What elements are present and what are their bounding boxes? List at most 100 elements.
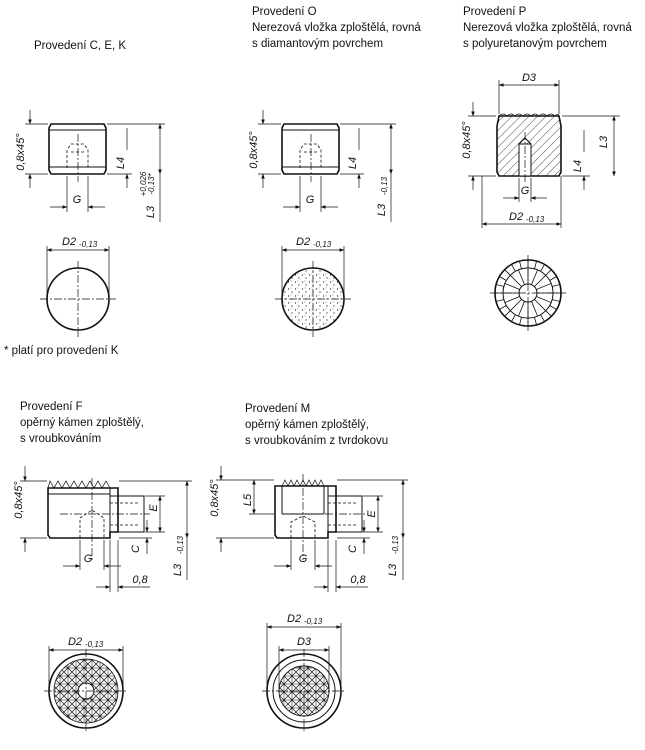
drawing-variant-f: 0,8x45° E C L3 -0,13 G 0,8: [13, 466, 192, 733]
m-offset-label: 0,8: [350, 574, 366, 586]
variant-o-title: Provedení O: [252, 6, 317, 18]
variant-m-title: Provedení M: [245, 403, 311, 415]
f-d2-tol: -0,13: [85, 640, 104, 649]
cek-d2-label: D2: [62, 236, 76, 248]
o-d2-tol: -0,13: [313, 240, 332, 249]
p-rim-segment: [540, 264, 545, 272]
cek-l4-label: L4: [115, 157, 127, 169]
o-d2-label: D2: [296, 236, 310, 248]
caption-variant-m: Provedení M opěrný kámen zploštělý, s vr…: [245, 401, 388, 449]
drawing-variant-cek: 0,8x45° L4 L3 +0,026 -0,13* G D2 -0,13: [15, 110, 165, 337]
p-rim-segment: [519, 261, 522, 269]
p-rim-segment: [552, 299, 560, 302]
p-spoke: [534, 275, 546, 287]
p-rim-segment: [534, 317, 537, 325]
f-e-label: E: [148, 504, 160, 512]
variant-o-line2: s diamantovým povrchem: [252, 38, 384, 50]
f-serrations: [47, 480, 111, 489]
caption-variant-o: Provedení O Nerezová vložka zploštělá, r…: [252, 4, 421, 52]
f-l3-label: L3: [172, 563, 184, 576]
p-rim-segment: [519, 317, 522, 325]
f-body: [47, 487, 119, 539]
f-d2-label: D2: [68, 636, 82, 648]
p-rim-segment: [534, 261, 537, 269]
f-l3-tol: -0,13: [176, 535, 185, 554]
drawing-variant-o: 0,8x45° L4 L3 -0,13 G D2 -0,13: [248, 110, 396, 337]
p-spoke: [531, 301, 538, 317]
m-d3-label: D3: [297, 636, 312, 648]
p-top-view: [490, 255, 566, 331]
p-l4-label: L4: [572, 160, 584, 172]
p-rim-segment: [545, 310, 552, 317]
p-rim-segment: [545, 269, 552, 276]
p-spoke: [504, 296, 520, 303]
p-spoke: [510, 299, 522, 311]
p-rim-segment: [499, 276, 507, 281]
o-g-label: G: [306, 194, 315, 206]
o-body: [281, 123, 340, 175]
cek-g-label: G: [73, 194, 82, 206]
p-spoke: [536, 296, 552, 303]
m-l5-label: L5: [242, 493, 254, 506]
p-rim-segment: [511, 314, 516, 322]
p-l3-label: L3: [598, 135, 610, 148]
variant-o-line1: Nerezová vložka zploštělá, rovná: [252, 22, 421, 34]
cek-chamfer-label: 0,8x45°: [15, 133, 27, 171]
p-rim-segment: [504, 269, 511, 276]
p-rim-segment: [552, 284, 560, 287]
cek-l3-tol-plus: +0,026: [139, 171, 148, 196]
m-g-label: G: [299, 553, 308, 565]
p-d2-label: D2: [509, 211, 523, 223]
drawing-variant-p: D3 0,8x45° L4 L3 G D2 -0,13: [461, 72, 620, 331]
o-chamfer-label: 0,8x45°: [248, 131, 260, 169]
variant-p-title: Provedení P: [463, 6, 527, 18]
p-spoke: [518, 269, 525, 285]
drawing-variant-m: 0,8x45° L5 E C L3 -0,13 G 0,8: [209, 466, 408, 733]
p-spoke: [531, 269, 538, 285]
f-chamfer-label: 0,8x45°: [13, 481, 25, 519]
variant-m-line2: s vroubkováním z tvrdokovu: [245, 435, 389, 447]
f-g-label: G: [84, 553, 93, 565]
p-rim-segment: [504, 310, 511, 317]
p-rim-segment: [511, 264, 516, 272]
f-offset-label: 0,8: [132, 574, 148, 586]
m-body: [274, 485, 337, 539]
footnote-variant-k: * platí pro provedení K: [4, 345, 119, 357]
p-rim-segment: [496, 284, 504, 287]
variant-m-line1: opěrný kámen zploštělý,: [245, 419, 370, 431]
caption-variant-p: Provedení P Nerezová vložka zploštělá, r…: [463, 4, 632, 52]
p-d3-label: D3: [522, 72, 537, 84]
m-chamfer-label: 0,8x45°: [209, 479, 221, 517]
m-c-label: C: [347, 545, 359, 553]
o-l4-label: L4: [347, 157, 359, 169]
variant-cek-title: Provedení C, E, K: [34, 40, 127, 52]
p-rim-segment: [540, 314, 545, 322]
m-e-label: E: [366, 510, 378, 518]
f-c-label: C: [130, 545, 142, 553]
p-spoke: [534, 299, 546, 311]
p-spoke: [510, 275, 522, 287]
caption-variant-f: Provedení F opěrný kámen zploštělý, s vr…: [20, 399, 144, 447]
p-g-label: G: [521, 185, 530, 197]
m-d2-tol: -0,13: [304, 617, 323, 626]
o-l3-tol: -0,13: [380, 176, 389, 195]
m-l3-tol: -0,13: [391, 535, 400, 554]
p-d2-tol: -0,13: [526, 215, 545, 224]
m-l3-label: L3: [387, 563, 399, 576]
o-l3-label: L3: [376, 203, 388, 216]
p-spoke: [504, 283, 520, 290]
p-spoke: [518, 301, 525, 317]
variant-p-line1: Nerezová vložka zploštělá, rovná: [463, 22, 632, 34]
variant-f-title: Provedení F: [20, 401, 83, 413]
p-chamfer-label: 0,8x45°: [461, 121, 473, 159]
variant-f-line1: opěrný kámen zploštělý,: [20, 417, 145, 429]
variant-f-line2: s vroubkováním: [20, 433, 102, 445]
m-d2-label: D2: [287, 613, 301, 625]
variant-p-line2: s polyuretanovým povrchem: [463, 38, 607, 50]
cek-d2-tol: -0,13: [79, 240, 98, 249]
caption-variant-cek: Provedení C, E, K: [34, 38, 126, 54]
p-rim-segment: [549, 305, 557, 310]
cek-body: [48, 123, 107, 175]
p-rim-segment: [549, 276, 557, 281]
